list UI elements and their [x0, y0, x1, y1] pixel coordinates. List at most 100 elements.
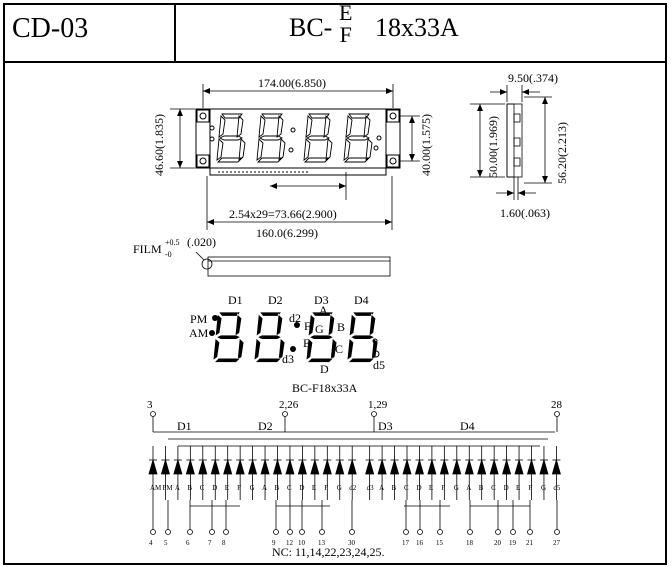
diode-label: AM	[150, 484, 162, 492]
front-digit	[343, 113, 373, 163]
pin	[150, 411, 156, 417]
film-body	[207, 256, 391, 277]
diode-label: D	[212, 484, 217, 492]
digit-label-d2: D2	[268, 293, 283, 307]
diode-label: G	[337, 484, 342, 492]
top-pin-label: 2,26	[279, 399, 299, 411]
pin	[437, 529, 443, 535]
bottom-pin-label: 15	[436, 539, 444, 547]
model-variant-bottom: F	[339, 22, 352, 47]
am-indicator	[209, 330, 215, 336]
diode-label: d3	[367, 484, 375, 492]
top-pin-label: 1,29	[368, 399, 388, 411]
seg-e-label: E	[303, 336, 310, 350]
diode-label: d2	[349, 484, 357, 492]
model-size: 18x33A	[375, 13, 459, 42]
mount-tab	[386, 109, 400, 123]
overall-height-label: 46.60(1.835)	[152, 114, 166, 176]
overall-width-label: 174.00(6.850)	[258, 76, 326, 90]
pin	[403, 529, 409, 535]
pin	[273, 529, 279, 535]
diode	[347, 458, 357, 475]
diode	[414, 458, 424, 475]
digit-label-d1: D1	[228, 293, 243, 307]
diode-label: A	[262, 484, 267, 492]
digit-label-d4: D4	[354, 293, 369, 307]
schematic-digit-label: D4	[460, 419, 475, 433]
diode	[526, 458, 537, 475]
pin	[223, 529, 229, 535]
film-label: FILM	[133, 242, 162, 256]
front-digit	[256, 113, 286, 163]
model-variant: E F	[339, 2, 352, 46]
mount-hole	[389, 157, 397, 165]
diode-label: B	[479, 484, 484, 492]
pin	[187, 529, 193, 535]
diode	[198, 458, 208, 475]
am-dot	[209, 136, 215, 142]
diode-label: G	[250, 484, 255, 492]
pin	[282, 411, 288, 417]
d5-label: d5	[373, 358, 385, 372]
dot	[372, 338, 378, 344]
diode-label: E	[516, 484, 520, 492]
side-height-outer-label: 56.20(2.213)	[555, 122, 569, 184]
am-label: AM	[189, 326, 209, 340]
spec-sheet-frame	[3, 3, 667, 565]
bottom-pin-label: 5	[164, 539, 168, 547]
diode	[489, 458, 499, 475]
digit-label-d3: D3	[314, 293, 329, 307]
bottom-pin-label: 6	[186, 539, 190, 547]
seg-a-label: A	[319, 303, 328, 317]
diode-label: D	[416, 484, 421, 492]
diode-label: F	[529, 484, 533, 492]
seg-d-label: D	[320, 362, 329, 376]
diode	[322, 458, 332, 475]
bottom-pin-label: 18	[466, 539, 474, 547]
segment-digit-d3	[305, 311, 338, 363]
d3-label: d3	[282, 352, 294, 366]
diode	[148, 458, 158, 475]
bottom-pin-label: 7	[208, 539, 212, 547]
segment-diagram	[209, 311, 380, 363]
film-view	[195, 251, 391, 277]
pin	[510, 529, 516, 535]
mount-hole	[199, 112, 207, 120]
diode	[402, 458, 412, 475]
mount-tab	[386, 154, 400, 168]
d5-indicator	[372, 350, 380, 358]
diode	[464, 458, 474, 475]
colon-dot	[288, 147, 294, 153]
bottom-pin-label: 17	[402, 539, 410, 547]
diode	[477, 458, 487, 475]
diode	[285, 458, 295, 475]
pin-strip	[209, 167, 387, 176]
pin	[299, 529, 305, 535]
pin	[527, 529, 533, 535]
front-dimensions	[170, 84, 420, 230]
diode	[297, 458, 307, 475]
model-prefix: BC-	[289, 13, 333, 42]
mount-tab	[196, 154, 210, 168]
film-callout	[201, 258, 213, 270]
bottom-pin-label: 4	[149, 539, 153, 547]
front-digit	[303, 113, 333, 163]
mount-hole	[199, 157, 207, 165]
bottom-pin-label: 10	[298, 539, 306, 547]
diode-label: C	[287, 484, 292, 492]
film-tol-plus: +0.5	[165, 238, 180, 247]
diode	[502, 458, 512, 475]
diode	[539, 458, 549, 475]
diode-label: B	[392, 484, 397, 492]
bottom-pin-label: 12	[286, 539, 294, 547]
model-variant-top: E	[339, 0, 353, 25]
front-digit	[216, 113, 246, 163]
diode	[210, 458, 220, 475]
diode	[390, 458, 400, 475]
bottom-pin-label: 19	[509, 539, 517, 547]
diode	[248, 458, 258, 475]
diode-label: F	[324, 484, 328, 492]
seg-c-label: C	[335, 342, 343, 356]
pin	[554, 411, 560, 417]
diode-label: F	[441, 484, 445, 492]
